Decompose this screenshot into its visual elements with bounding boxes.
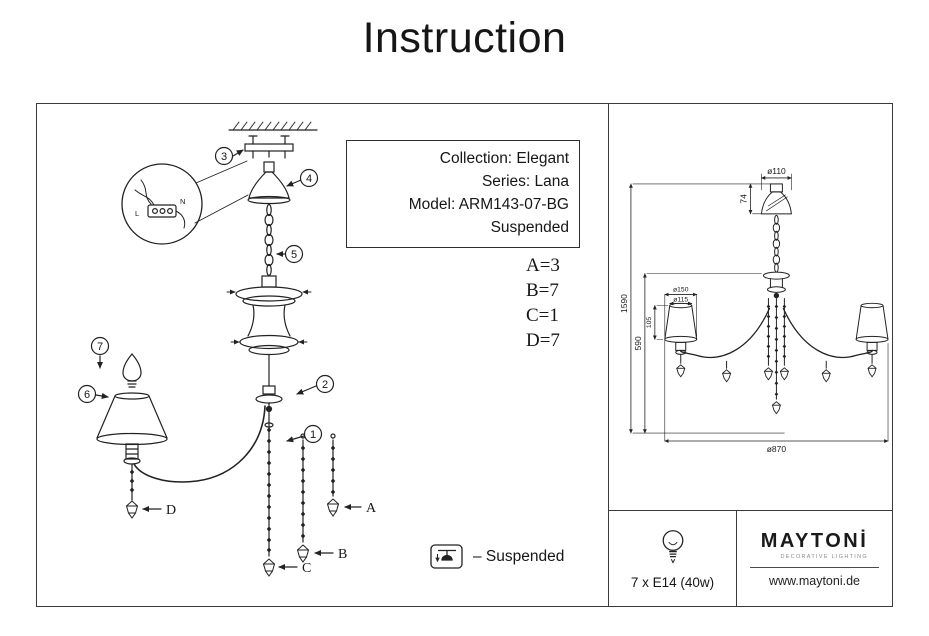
info-collection: Collection: Elegant [439, 150, 569, 167]
pendant-d [125, 463, 162, 519]
dim-body-height: 590 [633, 336, 643, 350]
bulb-spec: 7 x E14 (40w) [630, 575, 715, 590]
dim-shade-diameter: ø150 [673, 287, 689, 294]
product-info-box: Collection: Elegant Series: Lana Model: … [346, 140, 580, 248]
footer-row: 7 x E14 (40w) MAYTONİ DECORATIVE LIGHTIN… [609, 510, 892, 606]
part-count-d: D=7 [526, 330, 560, 351]
suspended-legend: – Suspended [430, 544, 564, 570]
suspended-icon [430, 544, 463, 569]
wire-label-l: L [135, 209, 139, 218]
callout-4: 4 [299, 168, 319, 188]
part-count-c: C=1 [526, 305, 559, 326]
part-label-d: D [166, 503, 176, 518]
dim-canopy [760, 183, 792, 215]
brand-cell: MAYTONİ DECORATIVE LIGHTING www.maytoni.… [737, 511, 892, 606]
wire-label-n: N [180, 197, 185, 206]
lampshade [96, 392, 168, 465]
svg-text:5: 5 [291, 249, 297, 261]
legend-label: – Suspended [473, 548, 565, 565]
brand-logo: MAYTONİ [760, 529, 869, 552]
callout-2: 2 [315, 374, 335, 394]
part-label-a: A [366, 501, 377, 516]
arm [133, 405, 266, 483]
callout-5: 5 [284, 244, 304, 264]
part-counts: A=3 B=7 C=1 D=7 [526, 253, 560, 353]
dim-overall-diameter: ø870 [767, 444, 787, 454]
callout-1: 1 [303, 424, 323, 444]
pendant-a [326, 433, 362, 517]
pendant-b [296, 433, 334, 563]
svg-text:2: 2 [322, 379, 328, 391]
svg-text:3: 3 [221, 151, 227, 163]
page-title: Instruction [362, 14, 567, 62]
assembly-diagram: 1 2 3 4 5 6 7 A B C D L N [77, 121, 377, 577]
brand-divider [750, 566, 879, 568]
dim-right-shade [855, 302, 889, 378]
part-label-b: B [338, 547, 347, 562]
callout-7: 7 [90, 336, 110, 356]
part-label-c: C [302, 561, 311, 576]
body-discs [226, 275, 312, 423]
dimension-lines [629, 173, 889, 443]
ceiling-hatch [228, 121, 318, 131]
pendant-c [262, 421, 298, 577]
part-count-b: B=7 [526, 280, 559, 301]
bulb [122, 353, 142, 388]
dim-shade-height: 105 [646, 317, 653, 329]
dim-left-shade [664, 302, 698, 378]
svg-text:6: 6 [84, 389, 90, 401]
dim-shade-top-diameter: ø115 [673, 297, 688, 304]
brand-tagline: DECORATIVE LIGHTING [780, 553, 868, 560]
dimension-diagram: ø110 74 1590 590 105 ø150 ø115 ø870 [619, 166, 889, 454]
dim-canopy-diameter: ø110 [767, 166, 786, 176]
svg-text:7: 7 [97, 341, 103, 353]
wiring-detail [121, 160, 249, 245]
callout-6: 6 [77, 384, 97, 404]
mounting-bracket [244, 135, 294, 159]
brand-website: www.maytoni.de [768, 573, 860, 588]
dimensions-panel: ø110 74 1590 590 105 ø150 ø115 ø870 [608, 104, 892, 606]
part-count-a: A=3 [526, 255, 560, 276]
dim-total-height: 1590 [619, 294, 629, 313]
main-frame: 1 2 3 4 5 6 7 A B C D L N Collection: El… [36, 103, 893, 607]
info-series: Series: Lana [481, 173, 569, 190]
callout-arrows [95, 149, 317, 443]
dim-canopy-height: 74 [739, 194, 749, 204]
assembly-panel: 1 2 3 4 5 6 7 A B C D L N Collection: El… [37, 104, 608, 606]
bulb-icon [662, 530, 683, 564]
dim-arms [680, 307, 873, 383]
dim-hub [762, 271, 790, 415]
svg-text:1: 1 [310, 429, 316, 441]
callouts: 1 2 3 4 5 6 7 [77, 146, 335, 444]
canopy [247, 161, 291, 205]
bulb-spec-cell: 7 x E14 (40w) [609, 511, 737, 606]
info-mount-type: Suspended [490, 219, 569, 236]
info-model: Model: ARM143-07-BG [408, 196, 569, 213]
callout-3: 3 [214, 146, 234, 166]
svg-text:4: 4 [306, 173, 312, 185]
dim-chain [772, 214, 781, 273]
chain [264, 203, 274, 277]
